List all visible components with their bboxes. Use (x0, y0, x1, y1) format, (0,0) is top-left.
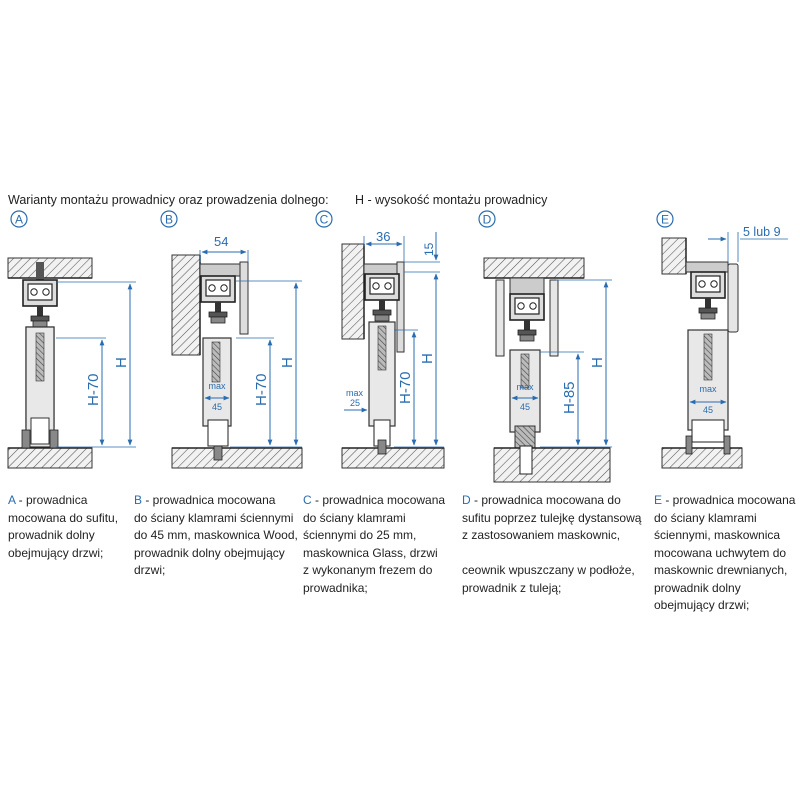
variant-d-max-value: 45 (520, 402, 530, 412)
variant-e-max-value: 45 (703, 405, 713, 415)
caption-e-line3: ściennymi, maskownica (654, 528, 781, 542)
caption-d-extra2: prowadnik z tuleją; (462, 580, 562, 595)
variant-c-dim-15: 15 (422, 242, 436, 256)
variant-d-dim-h: H (589, 357, 606, 368)
variant-b-dim-h: H (279, 357, 296, 368)
caption-d: D - prowadnica mocowana do sufitu poprze… (462, 492, 641, 597)
caption-e-line7: obejmujący drzwi; (654, 598, 750, 612)
caption-e-line5: maskownic drewnianych, (654, 563, 788, 577)
variant-b-max-value: 45 (212, 402, 222, 412)
variant-b-letter: B (165, 213, 173, 227)
variant-c-badge (315, 210, 333, 228)
caption-e-line4: mocowana uchwytem do (654, 545, 787, 560)
caption-c-letter: C (303, 493, 312, 507)
caption-e-line6: prowadnik dolny (654, 580, 741, 595)
variant-d-max-label: max (516, 382, 534, 392)
caption-a: A - prowadnica mocowana do sufitu, prowa… (8, 492, 118, 562)
diagram-title: Warianty montażu prowadnicy oraz prowadz… (8, 193, 329, 207)
variant-c-dim-h: H (419, 353, 436, 364)
caption-b-line4: prowadnik dolny obejmujący (134, 545, 285, 560)
caption-c-line3: ściennymi do 25 mm, (303, 528, 417, 542)
variant-a-letter: A (15, 213, 23, 227)
variant-c-letter: C (320, 213, 329, 227)
caption-b-line3: do 45 mm, maskownica Wood, (134, 528, 298, 542)
caption-e-line1: - prowadnica mocowana (662, 493, 796, 507)
caption-e: E - prowadnica mocowana do ściany klamra… (654, 492, 795, 615)
caption-e-letter: E (654, 493, 663, 507)
variant-d-letter: D (483, 213, 492, 227)
caption-c-line4: maskownica Glass, drzwi (303, 545, 438, 560)
variant-e-dim-5-9: 5 lub 9 (743, 225, 781, 239)
variant-a-badge (10, 210, 28, 228)
height-note: H - wysokość montażu prowadnicy (355, 193, 548, 207)
caption-e-line2: do ściany klamrami (654, 510, 757, 525)
caption-a-letter: A (8, 493, 16, 507)
variant-c-dim-h70: H-70 (397, 371, 414, 404)
caption-d-line2: sufitu poprzez tulejkę dystansową (462, 510, 642, 525)
variant-b-max-label: max (208, 381, 226, 391)
variant-c-max-value: 25 (350, 398, 360, 408)
variant-c-max-label: max (346, 388, 364, 398)
variant-a-dim-h70: H-70 (85, 373, 102, 406)
caption-c: C - prowadnica mocowana do ściany klamra… (303, 492, 445, 597)
variant-d-badge (478, 210, 496, 228)
caption-d-letter: D (462, 493, 471, 507)
caption-c-line5: z wykonanym frezem do (303, 563, 433, 577)
caption-c-line2: do ściany klamrami (303, 510, 406, 525)
variant-e-badge (656, 210, 674, 228)
caption-c-line6: prowadnika; (303, 580, 368, 595)
variant-b: B 54 H H-70 max 45 (160, 210, 303, 469)
caption-c-line1: - prowadnica mocowana (311, 493, 446, 507)
caption-a-line2: mocowana do sufitu, (8, 510, 119, 525)
caption-a-line3: prowadnik dolny (8, 528, 95, 542)
variant-d: D H H-85 max 45 (478, 210, 612, 483)
caption-a-line1: - prowadnica (15, 493, 88, 507)
caption-d-extra1: ceownik wpuszczany w podłoże, (462, 563, 635, 577)
variant-d-dim-h85: H-85 (561, 381, 578, 414)
variant-e-max-label: max (699, 384, 717, 394)
caption-d-line3: z zastosowaniem maskownic, (462, 528, 621, 542)
variant-c: C 36 15 H H-70 max 25 (315, 210, 445, 469)
caption-a-line4: obejmujący drzwi; (8, 545, 104, 560)
caption-d-line1: - prowadnica mocowana do (470, 493, 621, 507)
caption-b-line1: - prowadnica mocowana (142, 493, 276, 507)
variant-e-letter: E (661, 213, 669, 227)
caption-b: B - prowadnica mocowana do ściany klamra… (134, 492, 298, 580)
variant-b-badge (160, 210, 178, 228)
variant-a: A H H-70 (7, 210, 136, 469)
caption-b-line2: do ściany klamrami ściennymi (134, 510, 294, 525)
caption-b-letter: B (134, 493, 143, 507)
variant-a-dim-h: H (113, 357, 130, 368)
caption-b-line5: drzwi; (134, 563, 166, 577)
variant-e: E 5 lub 9 max 45 (656, 210, 788, 469)
variant-b-dim-h70: H-70 (253, 373, 270, 406)
variant-b-dim-54: 54 (214, 234, 228, 249)
variant-c-dim-36: 36 (376, 229, 390, 244)
